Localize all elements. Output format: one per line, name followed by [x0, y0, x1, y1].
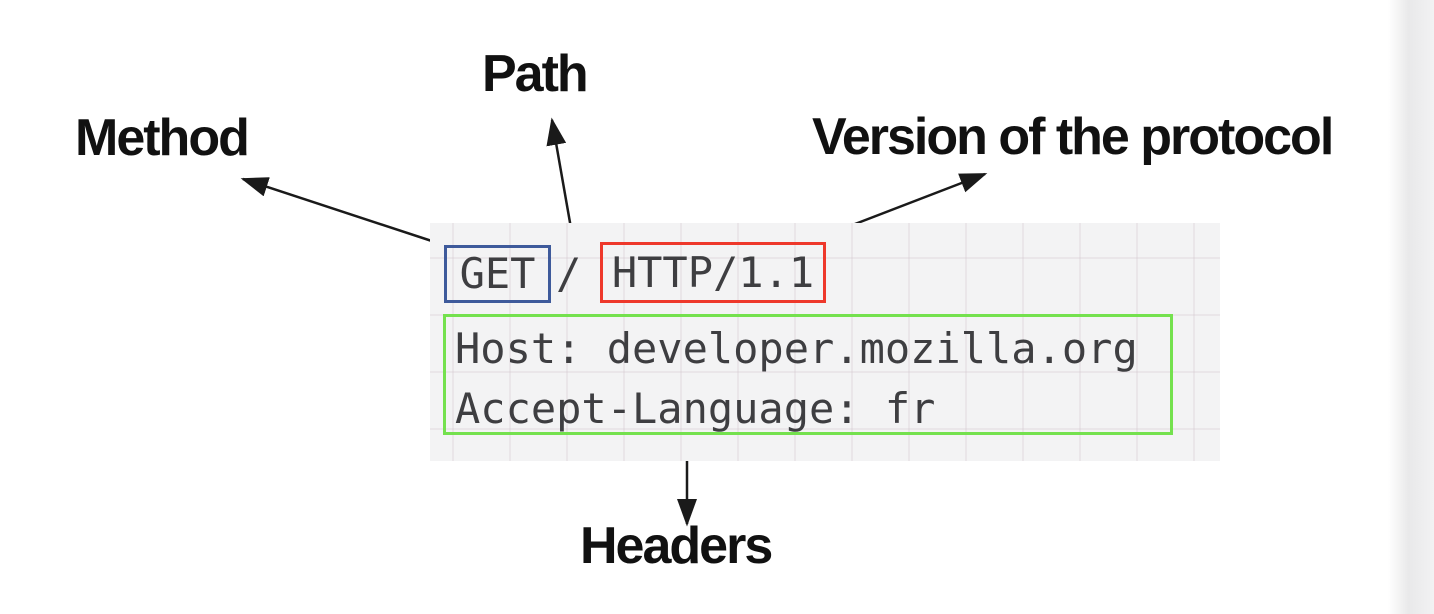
- method-label: Method: [75, 109, 250, 167]
- protocol-version-highlight-box: HTTP/1.1: [600, 242, 826, 303]
- path-label: Path: [482, 45, 589, 103]
- request-path: /: [556, 249, 582, 298]
- page-edge-shading: [1388, 0, 1434, 614]
- http-request-snippet: GET / HTTP/1.1 Host: developer.mozilla.o…: [430, 223, 1220, 461]
- header-line-host: Host: developer.mozilla.org: [455, 324, 1138, 373]
- header-line-accept-language: Accept-Language: fr: [455, 384, 936, 433]
- request-version: HTTP/1.1: [611, 248, 815, 297]
- headers-highlight-box: Host: developer.mozilla.org Accept-Langu…: [443, 314, 1173, 435]
- method-highlight-box: GET: [444, 245, 551, 303]
- headers-label: Headers: [580, 517, 773, 575]
- method-arrow: [240, 177, 448, 248]
- request-method: GET: [459, 249, 536, 298]
- protocol-version-label: Version of the protocol: [812, 108, 1334, 166]
